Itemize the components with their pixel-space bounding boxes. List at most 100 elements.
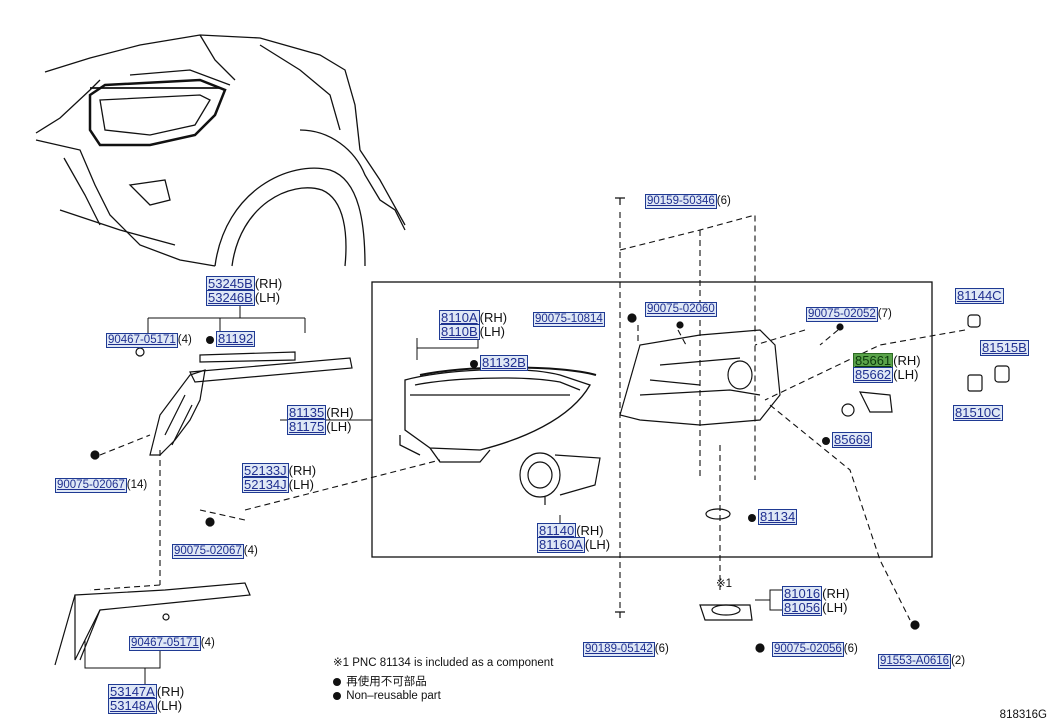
side-rh: (RH) [288, 463, 317, 478]
note-component: ※1 PNC 81134 is included as a component [333, 657, 554, 669]
label-81140: 81140(RH) [537, 523, 604, 539]
side-rh: (RH) [479, 310, 508, 325]
label-81515b: 81515B [980, 340, 1029, 356]
label-90467-a: 90467-05171(4) [106, 333, 192, 348]
non-reusable-dot-icon [822, 436, 830, 445]
label-91553: 91553-A0616(2) [878, 654, 965, 669]
diagram-code: 818316G [999, 709, 1047, 721]
label-85662: 85662(LH) [853, 367, 918, 383]
part-53148a[interactable]: 53148A [108, 698, 157, 714]
part-81175[interactable]: 81175 [287, 419, 327, 435]
label-81144c: 81144C [955, 288, 1004, 304]
qty: (4) [243, 545, 258, 557]
note-non-reusable-jp: 再使用不可部品 [333, 673, 427, 689]
label-81510c: 81510C [953, 405, 1003, 421]
label-8110b: 8110B(LH) [439, 324, 505, 340]
qty: (6) [654, 643, 669, 655]
bottom-trim-illustration [54, 582, 251, 666]
side-rh: (RH) [254, 276, 283, 291]
side-lh: (LH) [288, 477, 314, 492]
label-90075-02067-b: 90075-02067(4) [172, 544, 258, 559]
bullet-dot-icon [333, 691, 341, 700]
side-rh: (RH) [893, 353, 921, 368]
part-85669[interactable]: 85669 [832, 432, 873, 448]
part-81192[interactable]: 81192 [216, 331, 256, 347]
label-90467-b: 90467-05171(4) [129, 636, 215, 651]
side-rh: (RH) [822, 586, 850, 601]
label-81175: 81175(LH) [287, 419, 351, 435]
part-81135[interactable]: 81135 [287, 405, 327, 421]
part-90075-02052[interactable]: 90075-02052 [806, 307, 878, 322]
part-81132b[interactable]: 81132B [480, 355, 528, 371]
reference-mark: ※1 [716, 578, 733, 590]
part-81160a[interactable]: 81160A [537, 537, 585, 553]
side-rh: (RH) [576, 523, 604, 538]
headlamp-unit-illustration [399, 366, 597, 463]
label-81132b: 81132B [470, 355, 528, 371]
part-8110a[interactable]: 8110A [439, 310, 480, 326]
part-85662[interactable]: 85662 [853, 367, 894, 383]
qty: (6) [716, 195, 731, 207]
note-jp-text: 再使用不可部品 [346, 676, 427, 688]
label-8110a: 8110A(RH) [439, 310, 507, 326]
label-81192: 81192 [206, 331, 256, 347]
label-85669: 85669 [822, 432, 873, 448]
label-ref-mark: ※1 [716, 578, 732, 591]
lamp-housing-illustration [619, 329, 781, 426]
bullet-dot-icon [333, 677, 341, 686]
note-non-reusable-en: Non–reusable part [333, 690, 441, 702]
part-81144c[interactable]: 81144C [955, 288, 1004, 304]
non-reusable-dot-icon [470, 359, 478, 368]
part-90075-10814[interactable]: 90075-10814 [533, 312, 605, 327]
part-52134j[interactable]: 52134J [242, 477, 289, 493]
lamp-bracket-illustration [135, 347, 353, 456]
label-81134: 81134 [748, 509, 798, 525]
label-52134j: 52134J(LH) [242, 477, 314, 493]
label-90075-02060: 90075-02060 [645, 302, 717, 317]
label-81056: 81056(LH) [782, 600, 847, 616]
part-90189-05142[interactable]: 90189-05142 [583, 642, 655, 657]
label-90075-02056: 90075-02056(6) [772, 642, 858, 657]
label-90075-02052: 90075-02052(7) [806, 307, 892, 322]
dashed-guide-lines [89, 212, 966, 621]
fog-lamp-illustration [519, 452, 601, 505]
qty: (14) [126, 479, 148, 491]
fastener-icons [90, 313, 920, 653]
part-90075-02056[interactable]: 90075-02056 [772, 642, 844, 657]
part-91553-a0616[interactable]: 91553-A0616 [878, 654, 952, 669]
qty: (6) [843, 643, 858, 655]
part-90075-02067-b[interactable]: 90075-02067 [172, 544, 244, 559]
part-85661[interactable]: 85661 [853, 353, 894, 369]
side-lh: (LH) [254, 290, 281, 305]
part-90467-05171-b[interactable]: 90467-05171 [129, 636, 201, 651]
part-53246b[interactable]: 53246B [206, 290, 255, 306]
part-90075-02067-a[interactable]: 90075-02067 [55, 478, 127, 493]
part-81510c[interactable]: 81510C [953, 405, 1003, 421]
label-81160a: 81160A(LH) [537, 537, 610, 553]
part-81056[interactable]: 81056 [782, 600, 823, 616]
label-85661: 85661(RH) [853, 353, 921, 369]
part-81515b[interactable]: 81515B [980, 340, 1029, 356]
qty: (4) [200, 637, 215, 649]
label-53147a: 53147A(RH) [108, 684, 184, 700]
qty: (2) [951, 655, 966, 667]
label-53246b: 53246B(LH) [206, 290, 280, 306]
label-90075-02067-a: 90075-02067(14) [55, 478, 147, 493]
label-90075-10814: 90075-10814 [533, 312, 605, 327]
small-parts-illustration [615, 197, 1010, 621]
part-90075-02060[interactable]: 90075-02060 [645, 302, 717, 317]
leader-lines [84, 303, 783, 685]
non-reusable-dot-icon [748, 513, 756, 522]
label-90189: 90189-05142(6) [583, 642, 669, 657]
side-lh: (LH) [893, 367, 919, 382]
part-90159-50346[interactable]: 90159-50346 [645, 194, 717, 209]
part-8110b[interactable]: 8110B [439, 324, 480, 340]
part-81134[interactable]: 81134 [758, 509, 798, 525]
part-90467-05171-a[interactable]: 90467-05171 [106, 333, 178, 348]
qty: (7) [877, 308, 892, 320]
non-reusable-dot-icon [206, 335, 214, 344]
note-en-text: Non–reusable part [346, 690, 441, 702]
qty: (4) [177, 334, 192, 346]
side-lh: (LH) [156, 698, 183, 713]
label-90159: 90159-50346(6) [645, 194, 731, 209]
